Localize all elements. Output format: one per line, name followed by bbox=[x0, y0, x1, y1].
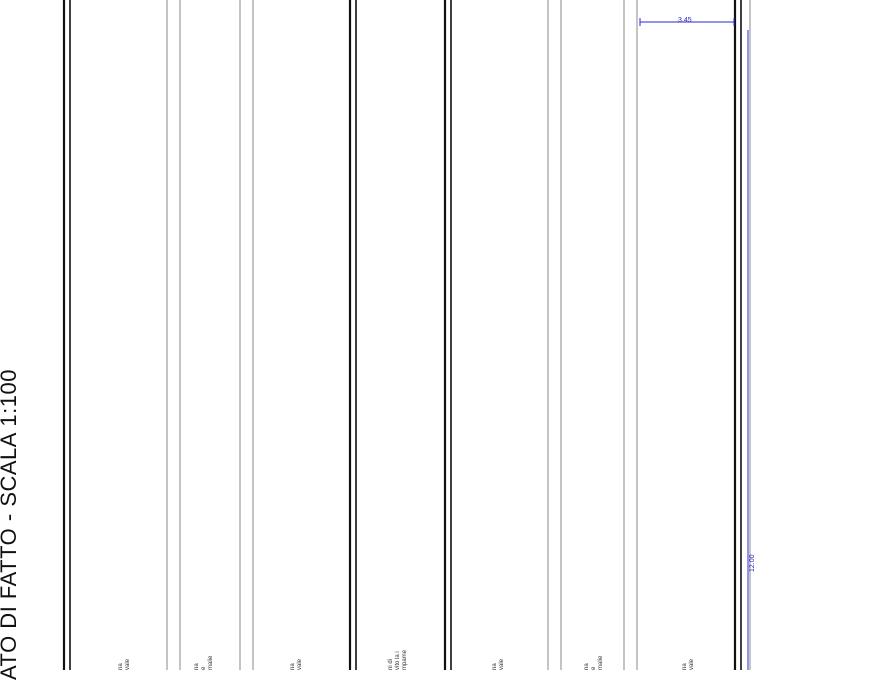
room-label: na vale bbox=[682, 658, 695, 670]
room-label: na e malie bbox=[584, 655, 604, 670]
room-label: na vale bbox=[290, 658, 303, 670]
room-label: na vale bbox=[492, 658, 505, 670]
dimension-label-side: 12.00 bbox=[749, 554, 756, 572]
thin-partitions bbox=[166, 0, 751, 670]
thick-walls bbox=[62, 0, 742, 670]
room-label: na vale bbox=[118, 658, 131, 670]
drawing-title: ATO DI FATTO - SCALA 1:100 bbox=[0, 369, 21, 680]
dimension-lines bbox=[639, 18, 749, 670]
room-label: ni di vito la i mpame bbox=[388, 649, 408, 670]
room-label: na e malie bbox=[194, 655, 214, 670]
dimension-label-top: 3.45 bbox=[678, 17, 692, 24]
